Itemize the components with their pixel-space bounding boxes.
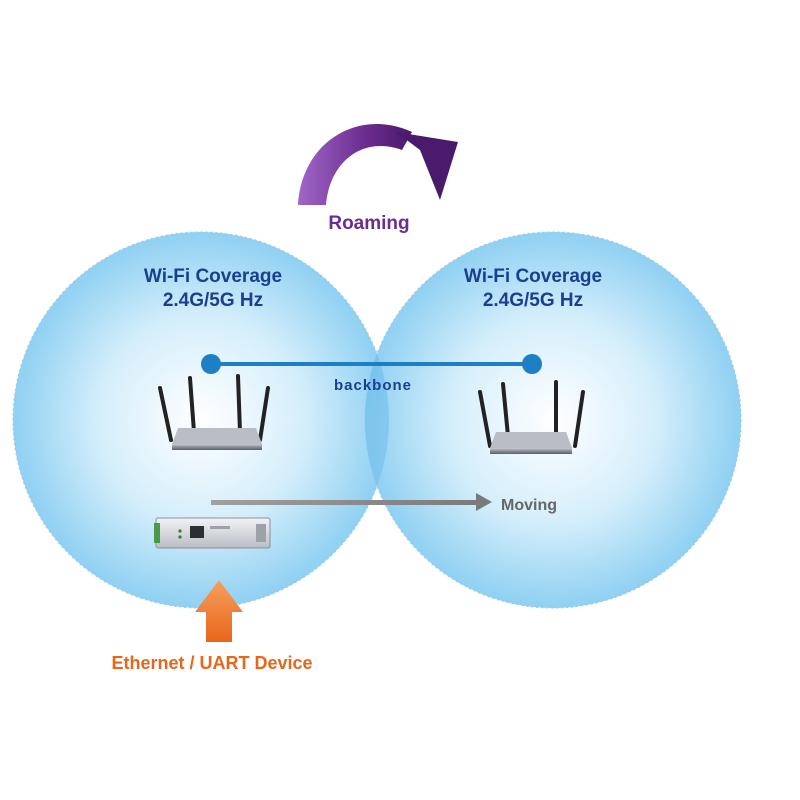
coverage-left-band: 2.4G/5G Hz <box>163 290 263 311</box>
access-point-right-icon <box>478 380 585 454</box>
coverage-area-left <box>12 231 390 609</box>
coverage-area-right <box>364 231 742 609</box>
access-point-left-icon <box>158 374 270 450</box>
backbone-node-right <box>522 354 542 374</box>
serial-device-icon <box>154 517 271 549</box>
moving-arrow-icon <box>211 493 492 511</box>
roaming-arrow-icon <box>298 124 458 205</box>
coverage-right-title: Wi-Fi Coverage <box>464 266 602 287</box>
device-label: Ethernet / UART Device <box>111 653 312 673</box>
device-arrow-icon <box>195 580 243 642</box>
roaming-label: Roaming <box>328 213 409 234</box>
backbone-link <box>201 354 542 374</box>
moving-label: Moving <box>501 497 557 514</box>
coverage-left-title: Wi-Fi Coverage <box>144 266 282 287</box>
backbone-node-left <box>201 354 221 374</box>
backbone-label: backbone <box>334 377 412 394</box>
coverage-right-band: 2.4G/5G Hz <box>483 290 583 311</box>
